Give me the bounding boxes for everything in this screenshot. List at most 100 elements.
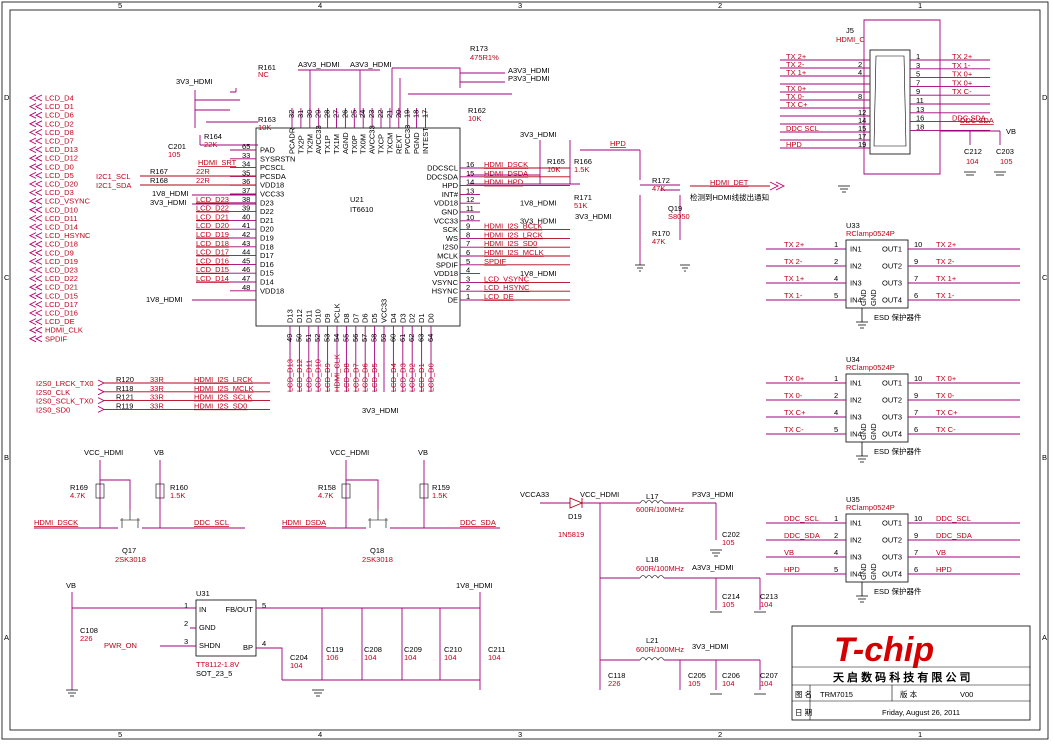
c201-ref: C201 (168, 142, 186, 151)
u21-left-pin-name: PCSDA (260, 172, 286, 181)
c212-val: 104 (966, 157, 979, 166)
r166-val: 1.5K (574, 165, 589, 174)
u33-in-net: TX 1+ (784, 274, 805, 283)
r167-val: 22R (196, 167, 210, 176)
i2s-out-label: HDMI_I2S_LRCK (194, 375, 253, 384)
u35-gnd-pin: GND (859, 563, 868, 580)
u21-bottom-pin-name: D12 (295, 309, 304, 323)
c208-val: 104 (364, 653, 377, 662)
lcd-port-label: LCD_D9 (45, 248, 74, 257)
j5-left-num: 14 (858, 116, 866, 125)
u33-part: RClamp0524P (846, 229, 895, 238)
u21-right-pin-name: SCK (443, 225, 458, 234)
u34-in-net: TX C- (784, 425, 804, 434)
l18-ref: L18 (646, 555, 659, 564)
border-row-left: A (4, 633, 9, 642)
c202-val: 105 (722, 538, 735, 547)
u34-in-net: TX 0+ (784, 374, 805, 383)
net-vb-1: VB (154, 448, 164, 457)
u33-in-pin: IN3 (850, 279, 862, 288)
net-3v3-b: 3V3_HDMI (520, 130, 557, 139)
u21-bottom-pin-num: 50 (294, 334, 303, 342)
u21-bottom-pin-name: VCC33 (380, 299, 389, 323)
j5-right-num: 7 (916, 78, 920, 87)
u21-top-pin-name: AGND (341, 132, 350, 154)
u21-ref: U21 (350, 195, 364, 204)
i2s-res-val: 33R (150, 384, 164, 393)
u21-left-pin-name: PCSCL (260, 163, 285, 172)
u33-in-pin: IN2 (850, 262, 862, 271)
u21-top-pin-name: REXT (394, 134, 403, 154)
i2s-in-label: I2S0_SD0 (36, 405, 70, 414)
lcd-port-label: LCD_D20 (45, 180, 78, 189)
u35-in-num: 4 (834, 548, 838, 557)
net-p3v3-2: P3V3_HDMI (692, 490, 734, 499)
u21-right-pin-name: INT# (442, 190, 459, 199)
border-col-bottom: 5 (118, 730, 122, 739)
u33-esd-note: ESD 保护器件 (874, 312, 922, 322)
lcd-port-label: LCD_D21 (45, 283, 78, 292)
q19-ref: Q19 (668, 204, 682, 213)
u34-out-pin: OUT2 (882, 396, 902, 405)
u21-right-pin-name: SPDIF (436, 260, 459, 269)
u21-left-pin-name: D20 (260, 225, 274, 234)
u33-body (845, 239, 909, 309)
net-a3v3-1: A3V3_HDMI (298, 60, 340, 69)
net-3v3-d: 3V3_HDMI (692, 642, 729, 651)
net-hdmi-dsck: HDMI_DSCK (34, 518, 78, 527)
u35-out-num: 9 (914, 531, 918, 540)
j5-left-net: TX 1+ (786, 68, 807, 77)
u21-right-pin-name: I2S0 (443, 243, 458, 252)
u33-in-num: 4 (834, 274, 838, 283)
u21-right-net-label: SPDIF (484, 257, 507, 266)
border-col-top: 4 (318, 1, 322, 10)
i2s-out-label: HDMI_I2S_MCLK (194, 384, 254, 393)
u21-right-net-label: HDMI_I2S_SD0 (484, 239, 537, 248)
u34-in-net: TX 0- (784, 391, 803, 400)
r166-ref: R166 (574, 157, 592, 166)
lcd-port-label: LCD_D4 (45, 94, 74, 103)
u21-bottom-pin-num: 51 (304, 334, 313, 342)
u21-top-pin-name: AVCC33 (314, 125, 323, 154)
u21-left-net-label: LCD_D17 (196, 248, 229, 257)
j5-left-num: 17 (858, 132, 866, 141)
u21-right-net-label: 1V8_HDMI (520, 199, 557, 208)
u21-right-pin-num: 9 (466, 222, 470, 231)
u33-in-net: TX 2- (784, 257, 803, 266)
u21-left-pin-num: 44 (242, 248, 250, 257)
lcd-port-arrow (28, 171, 43, 179)
lcd-port-arrow (28, 283, 43, 291)
u35-in-num: 1 (834, 514, 838, 523)
u21-right-net-label: 1V8_HDMI (520, 269, 557, 278)
lcd-port-label: LCD_D14 (45, 223, 78, 232)
j5-left-num: 8 (858, 92, 862, 101)
u21-right-pin-name: HSYNC (432, 287, 459, 296)
version-value: V00 (960, 690, 973, 699)
d19-ref: D19 (568, 512, 582, 521)
u31-left-name: IN (199, 605, 207, 614)
u21-left-pin-name: D19 (260, 234, 274, 243)
u21-bottom-net-label: LCD_D5 (370, 363, 379, 392)
j5-right-net: TX 0+ (952, 70, 973, 79)
u35-in-net: HPD (784, 565, 800, 574)
u21-top-pin-num: 30 (305, 110, 314, 118)
j5-right-num: 13 (916, 105, 924, 114)
u34-in-pin: IN2 (850, 396, 862, 405)
lcd-port-arrow (28, 128, 43, 136)
u21-right-pin-name: VSYNC (432, 278, 458, 287)
u21-bottom-pin-num: 56 (351, 334, 360, 342)
i2s-res-ref: R118 (116, 384, 133, 393)
u34-out-num: 7 (914, 408, 918, 417)
u21-top-pin-num: 20 (394, 110, 403, 118)
border-row-right: A (1042, 633, 1047, 642)
c209-val: 104 (404, 653, 417, 662)
d19-val: 1N5819 (558, 530, 584, 539)
u34-gnd (856, 442, 868, 463)
u21-top-pin-name: PVCC33 (403, 125, 412, 154)
u21-left-pin-num: 40 (242, 212, 250, 221)
u21-left-pin-name: D14 (260, 278, 274, 287)
i2s-out-label: HDMI_I2S_SD0 (194, 401, 247, 410)
c204-val: 104 (290, 661, 303, 670)
